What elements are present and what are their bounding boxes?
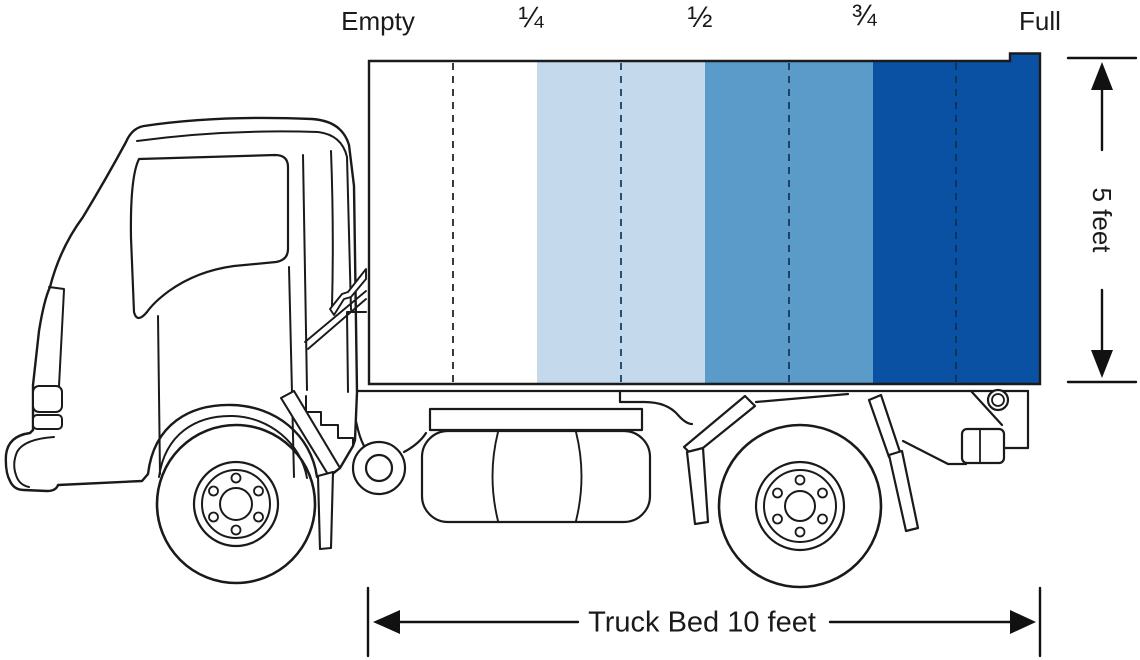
tow-ring-hole [364,453,394,483]
height-arrow-head-up [1091,62,1113,90]
height-dimension [1066,56,1138,384]
mirror-arm-lower [304,290,367,350]
rear-guard-back-band [867,393,902,459]
rear-wheel [717,423,883,589]
door-seam-front [157,315,161,475]
fuel-tank [420,429,652,524]
height-dimension-label: 5 feet [1087,187,1117,253]
front-fender-arch-inner [158,414,308,479]
battery-box [960,427,1006,465]
rear-mud-guards [682,393,920,533]
length-dimension [366,586,1042,658]
front-wheel [155,423,317,585]
bed-outline [367,52,1042,386]
mirror-arm [329,268,367,316]
rear-wheel-lug-holes [772,474,828,538]
rear-frame-diagonal [969,389,1004,427]
tank-bracket-curve [402,431,428,454]
cab [4,116,367,551]
fill-label-quarter: ¼ [518,1,544,34]
rear-marker-ring-inner [991,393,1005,407]
length-arrow-head-right [1010,610,1036,634]
rear-fender-top-line [754,392,850,404]
height-arrow-head-down [1091,350,1113,378]
fill-label-three-quarter: ¾ [851,0,877,32]
door-window [129,153,290,320]
rear-frame-edge [1001,389,1030,450]
cab-front-inner-edge [58,289,65,387]
rear-guard-back-flap [887,449,920,533]
bumper-inner-line [13,436,55,488]
front-wheel-lug-holes [208,472,264,536]
rear-under-brace [901,439,968,466]
grille-panel [32,414,63,430]
front-mud-flap-band [279,389,342,478]
frame-step-line [618,389,694,426]
fill-label-full: Full [1019,6,1061,36]
rear-guard-front-flap [685,446,710,526]
door-seam-rear [288,266,295,478]
fuel-tank-seam-left [491,431,499,522]
fill-label-empty: Empty [341,6,415,36]
truck-bed-gauge [367,52,1042,386]
chassis [350,388,1030,524]
cab-roof-drip-rail [136,130,352,311]
cab-front-seam-tick [48,286,65,290]
length-dimension-label: Truck Bed 10 feet [588,606,816,639]
fill-label-half: ½ [687,1,713,34]
cab-back-panel-line [330,150,334,307]
bed-subframe-rail [428,407,644,432]
b-pillar-line [302,154,308,391]
headlight-panel [32,385,63,413]
bed-front-wall-notch [1010,53,1040,63]
length-arrow-head-left [373,610,400,634]
front-mud-flap-blade [316,470,335,551]
fuel-tank-seam-right [575,431,583,522]
cab-entry-steps [305,395,354,447]
